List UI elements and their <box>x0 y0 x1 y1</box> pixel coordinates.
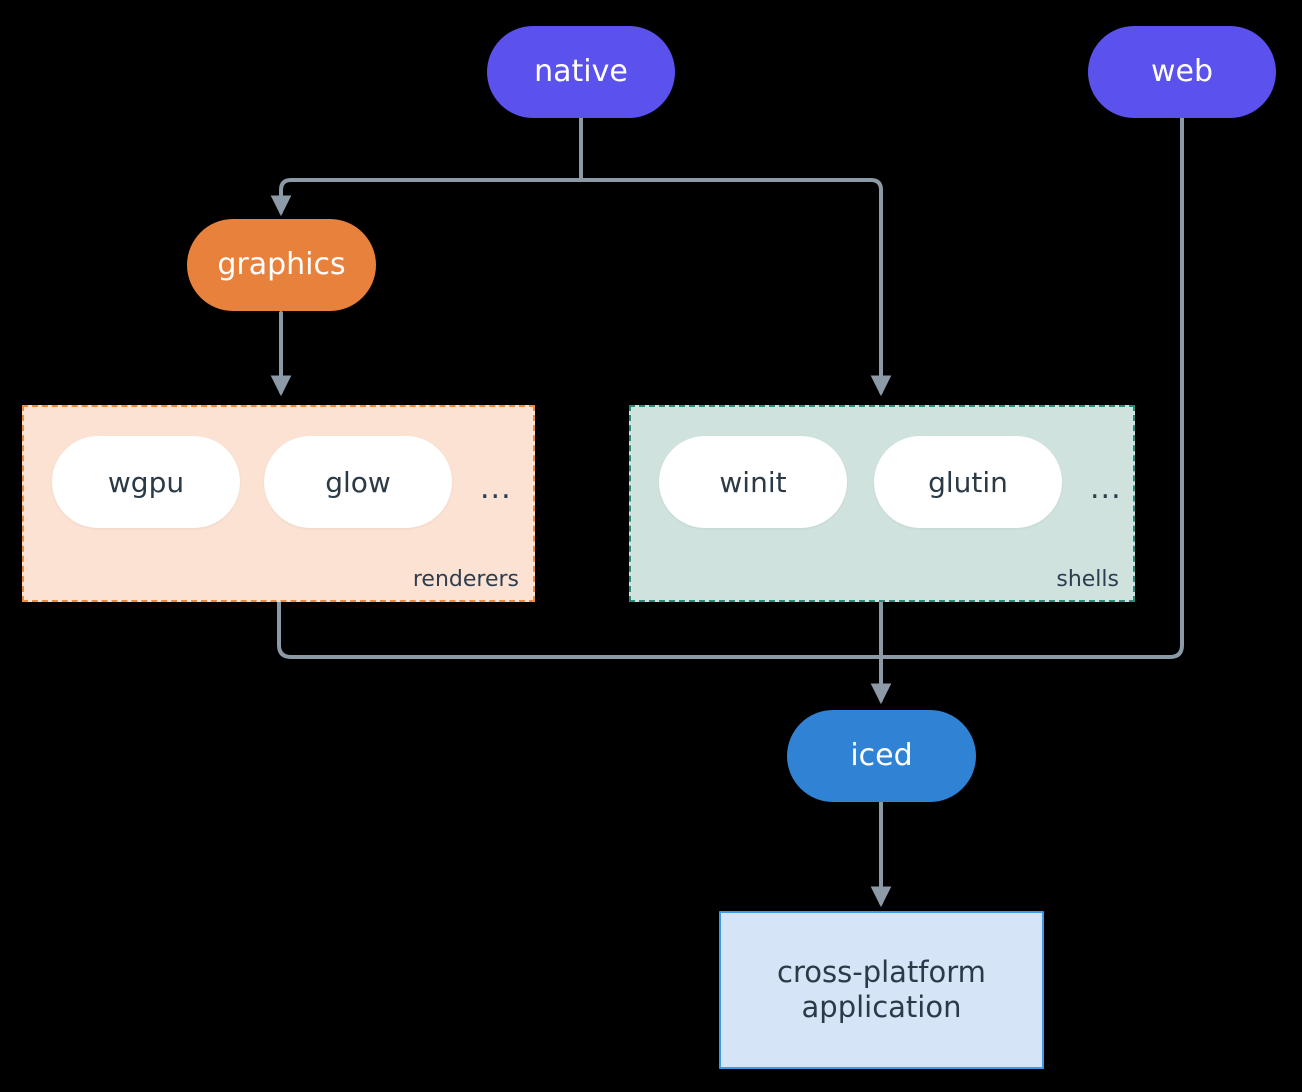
leaf-winit-label: winit <box>719 465 787 499</box>
leaf-glutin-label: glutin <box>928 465 1008 499</box>
application-line-1: cross-platform <box>777 954 986 989</box>
leaf-winit[interactable]: winit <box>659 436 847 528</box>
shells-overflow-text: ... <box>1090 471 1122 506</box>
leaf-wgpu-label: wgpu <box>107 465 185 499</box>
node-web-label: web <box>1150 53 1214 89</box>
leaf-wgpu[interactable]: wgpu <box>52 436 240 528</box>
node-iced-label: iced <box>850 737 913 773</box>
group-shells-label: shells <box>1056 567 1119 592</box>
leaf-glutin[interactable]: glutin <box>874 436 1062 528</box>
shells-overflow-ellipsis: ... <box>1090 474 1122 504</box>
group-renderers-label: renderers <box>412 567 519 592</box>
node-graphics-label: graphics <box>217 246 346 282</box>
leaf-glow[interactable]: glow <box>264 436 452 528</box>
node-web[interactable]: web <box>1088 26 1276 118</box>
node-graphics[interactable]: graphics <box>187 219 376 311</box>
group-renderers[interactable]: wgpu glow ... renderers <box>22 405 535 602</box>
edge-native-to-shells <box>579 178 892 397</box>
application-line-2: application <box>801 990 962 1024</box>
node-native-label: native <box>534 53 628 89</box>
renderers-overflow-ellipsis: ... <box>480 474 512 504</box>
node-cross-platform-application[interactable]: cross-platform application <box>719 911 1044 1069</box>
node-iced[interactable]: iced <box>787 710 976 802</box>
edge-renderers-to-iced <box>277 600 883 659</box>
renderers-overflow-text: ... <box>480 471 512 506</box>
node-native[interactable]: native <box>487 26 675 118</box>
leaf-glow-label: glow <box>325 465 391 499</box>
edge-native-to-graphics <box>270 178 583 217</box>
group-shells[interactable]: winit glutin ... shells <box>629 405 1135 602</box>
